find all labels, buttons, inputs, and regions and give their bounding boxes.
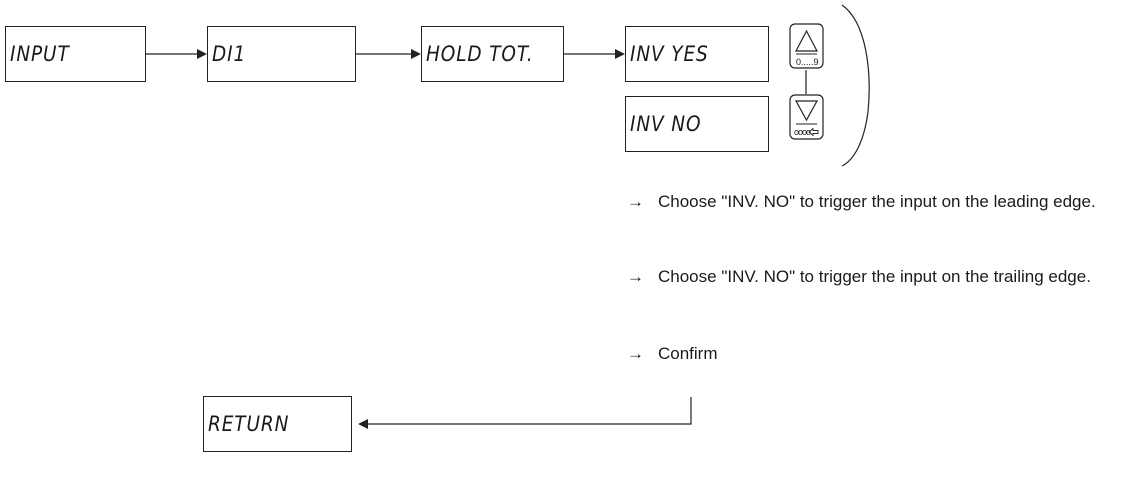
display-input-text: INPUT: [10, 41, 70, 66]
display-return: RETURN: [203, 396, 352, 452]
down-key-label: oooo: [794, 127, 811, 137]
arrow-confirm-to-return: [368, 397, 692, 425]
arrowhead-return: [358, 419, 368, 429]
right-arrow-icon: →: [627, 192, 644, 211]
triangle-down-icon: [794, 100, 819, 122]
instruction-confirm: → Confirm: [627, 342, 1098, 366]
instruction-text: Choose "INV. NO" to trigger the input on…: [658, 192, 1096, 211]
display-inv-yes-text: INV YES: [630, 41, 709, 66]
display-return-text: RETURN: [208, 411, 290, 436]
right-arrow-icon: →: [627, 267, 644, 286]
display-di1: DI1: [207, 26, 356, 82]
display-hold-tot-text: HOLD TOT.: [426, 41, 534, 66]
instruction-text: Confirm: [658, 344, 718, 363]
up-key[interactable]: [789, 23, 824, 69]
instruction-text: Choose "INV. NO" to trigger the input on…: [658, 267, 1091, 286]
instruction-leading-edge: → Choose "INV. NO" to trigger the input …: [627, 190, 1098, 214]
display-inv-yes: INV YES: [625, 26, 769, 82]
display-hold-tot: HOLD TOT.: [421, 26, 564, 82]
arrowhead-di1: [197, 49, 207, 59]
display-input: INPUT: [5, 26, 146, 82]
arrowhead-hold: [411, 49, 421, 59]
instruction-trailing-edge: → Choose "INV. NO" to trigger the input …: [627, 265, 1098, 289]
display-di1-text: DI1: [212, 41, 247, 66]
triangle-up-icon: [795, 29, 818, 52]
display-inv-no-text: INV NO: [630, 111, 702, 136]
right-arrow-icon: →: [627, 344, 644, 363]
key-loop-arc: [841, 4, 870, 167]
display-inv-no: INV NO: [625, 96, 769, 152]
down-key[interactable]: [789, 94, 824, 140]
arrow-left-icon: [808, 127, 819, 137]
arrowhead-invyes: [615, 49, 625, 59]
up-key-label: 0.....9: [796, 57, 819, 67]
